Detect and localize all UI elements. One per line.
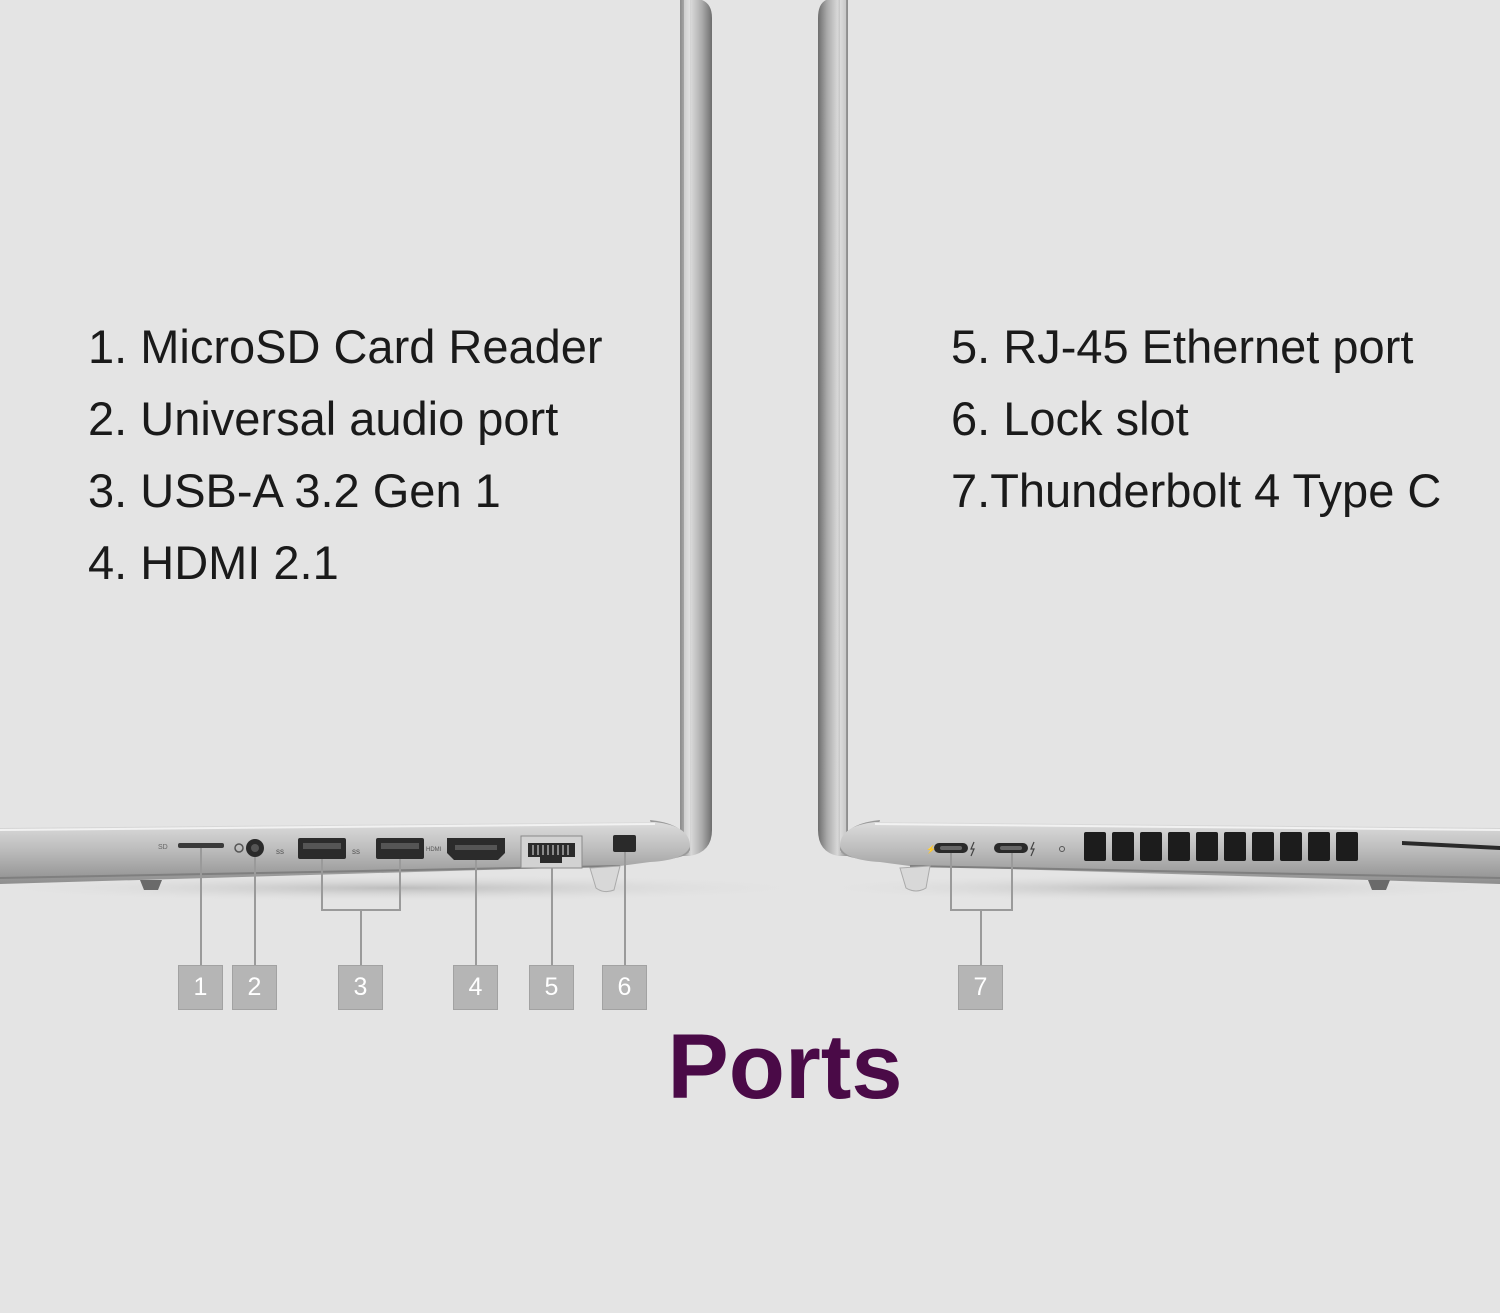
feature-item: 5. RJ-45 Ethernet port	[951, 320, 1414, 373]
callout-badge-4: 4	[453, 965, 498, 1010]
page-title: Ports	[667, 1016, 903, 1118]
callout-badge-1: 1	[178, 965, 223, 1010]
feature-item: 6. Lock slot	[951, 392, 1189, 445]
thunderbolt-port-icon	[994, 841, 1035, 857]
thunderbolt-port-icon: ⚡	[926, 841, 975, 857]
vent-grille-icon	[1084, 832, 1358, 861]
sd-card-slot-icon	[178, 843, 224, 848]
feature-item: 4. HDMI 2.1	[88, 536, 339, 589]
callout-badge-5: 5	[529, 965, 574, 1010]
audio-jack-icon	[234, 839, 264, 857]
callout-badge-3: 3	[338, 965, 383, 1010]
callout-leader-lines-right	[950, 853, 1013, 966]
usb-a-port-icon: ss	[276, 838, 346, 859]
svg-text:ss: ss	[352, 847, 360, 856]
feature-item: 3. USB-A 3.2 Gen 1	[88, 464, 501, 517]
usb-a-port-icon: ss	[352, 838, 424, 859]
sd-label: SD	[158, 844, 168, 851]
hdmi-label: HDMI	[426, 847, 442, 853]
callout-badge-2: 2	[232, 965, 277, 1010]
hdmi-port-icon	[447, 838, 505, 860]
feature-item: 7.Thunderbolt 4 Type C	[951, 464, 1442, 517]
feature-item: 2. Universal audio port	[88, 392, 559, 445]
svg-text:⚡: ⚡	[926, 844, 936, 854]
callout-badge-7: 7	[958, 965, 1003, 1010]
lock-slot-icon	[613, 835, 636, 852]
left-laptop: SD HDMI	[0, 0, 830, 902]
feature-item: 1. MicroSD Card Reader	[88, 320, 603, 373]
callout-leader-lines	[200, 848, 626, 966]
feature-list-right: 5. RJ-45 Ethernet port 6. Lock slot 7.Th…	[951, 311, 1441, 527]
ethernet-port-icon	[520, 835, 583, 869]
svg-text:ss: ss	[276, 847, 284, 856]
feature-list-left: 1. MicroSD Card Reader 2. Universal audi…	[88, 311, 603, 599]
callout-badge-6: 6	[602, 965, 647, 1010]
